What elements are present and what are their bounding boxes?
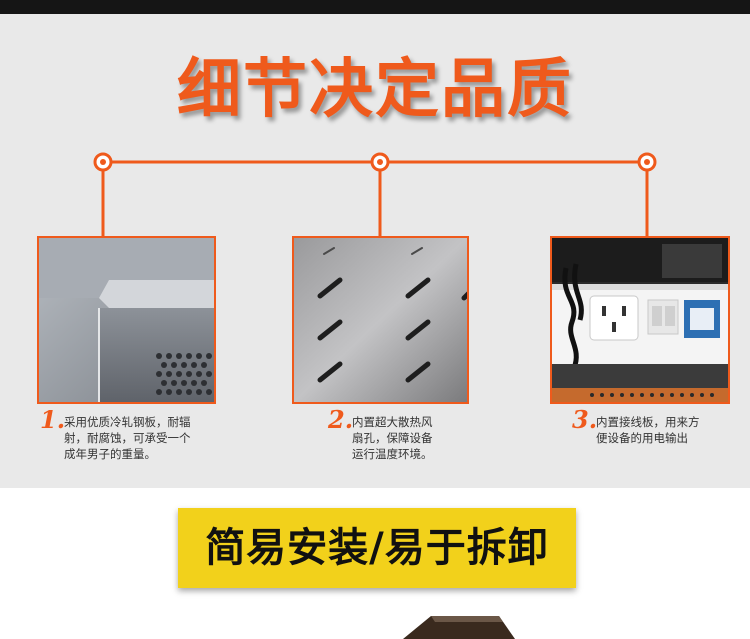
vent-panel-image xyxy=(292,236,469,404)
feature-caption-3: 3. 内置接线板，用来方 便设备的用电输出 xyxy=(572,408,700,446)
section-headline: 细节决定品质 xyxy=(177,53,573,127)
feature-1-line-3: 成年男子的重量。 xyxy=(64,447,156,461)
feature-number-2: 2. xyxy=(328,405,354,434)
feature-caption-1: 1. 采用优质冷轧钢板，耐辐 射，耐腐蚀，可承受一个 成年男子的重量。 xyxy=(40,408,191,462)
feature-1-line-2: 射，耐腐蚀，可承受一个 xyxy=(64,431,191,445)
feature-number-1: 1. xyxy=(40,405,66,434)
connector-lines xyxy=(93,152,657,236)
target-dot-3 xyxy=(637,152,657,172)
target-dot-2 xyxy=(370,152,390,172)
feature-caption-2: 2. 内置超大散热风 扇孔，保障设备 运行温度环境。 xyxy=(328,408,433,462)
feature-1-line-1: 采用优质冷轧钢板，耐辐 xyxy=(64,415,191,429)
top-dark-band xyxy=(0,0,750,14)
target-dot-1 xyxy=(93,152,113,172)
feature-3-line-2: 便设备的用电输出 xyxy=(596,431,688,445)
feature-2-line-1: 内置超大散热风 xyxy=(352,415,433,429)
install-banner-text: 简易安装/易于拆卸 xyxy=(205,525,549,571)
feature-2-line-3: 运行温度环境。 xyxy=(352,447,433,461)
steel-panel-image xyxy=(37,236,216,404)
cabinet-top-partial-image xyxy=(403,616,515,639)
feature-2-line-2: 扇孔，保障设备 xyxy=(352,431,433,445)
power-strip-image xyxy=(550,236,730,404)
install-banner: 简易安装/易于拆卸 xyxy=(178,508,576,588)
feature-number-3: 3. xyxy=(572,405,598,434)
feature-3-line-1: 内置接线板，用来方 xyxy=(596,415,700,429)
